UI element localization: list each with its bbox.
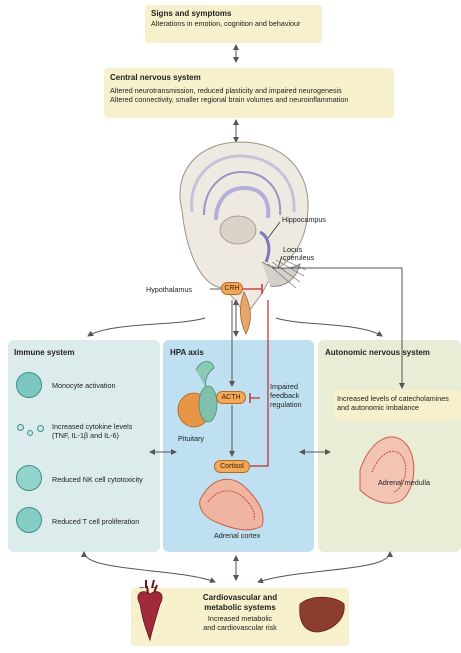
liver-icon xyxy=(300,597,345,632)
heart-icon xyxy=(138,585,162,640)
